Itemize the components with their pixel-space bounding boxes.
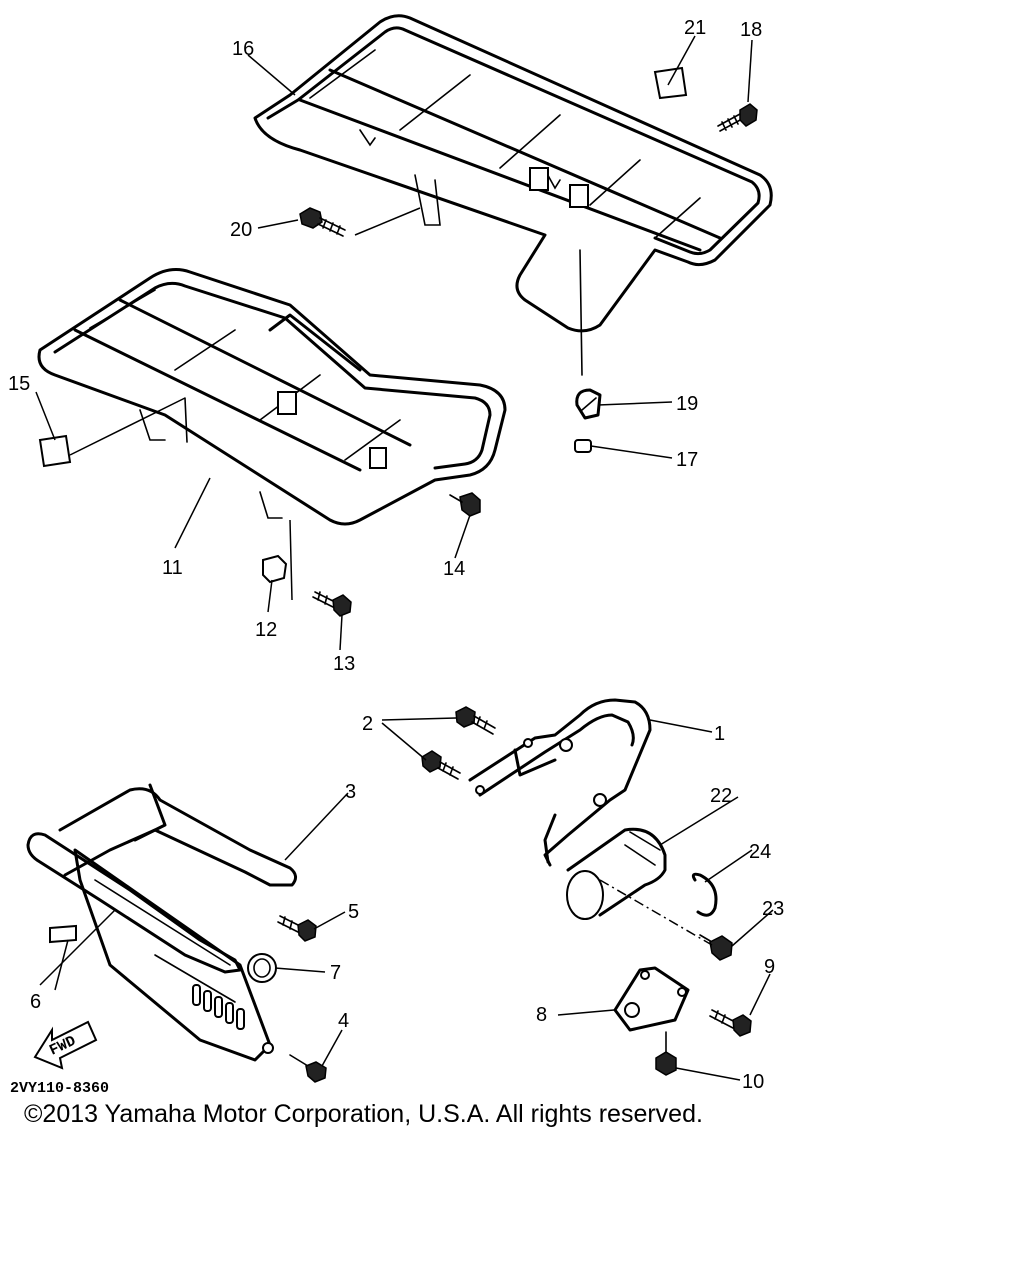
clamp-19 xyxy=(575,388,602,420)
leader-lines xyxy=(35,35,774,1081)
label-15 xyxy=(38,434,72,468)
callout-18: 18 xyxy=(740,19,762,41)
front-guard-3 xyxy=(26,783,297,1062)
bolt-2-upper xyxy=(455,706,496,735)
callout-15: 15 xyxy=(8,373,30,395)
callout-24: 24 xyxy=(749,841,771,863)
callout-labels: 1 2 3 4 5 6 7 8 9 10 11 12 13 14 15 16 1… xyxy=(8,17,784,1093)
callout-8: 8 xyxy=(536,1004,547,1026)
callout-11: 11 xyxy=(162,557,183,579)
bolt-20 xyxy=(299,207,346,237)
callout-10: 10 xyxy=(742,1071,764,1093)
callout-2: 2 xyxy=(362,713,373,735)
label-21 xyxy=(653,66,688,100)
bracket-1 xyxy=(468,698,652,867)
grommet-7 xyxy=(247,953,277,983)
callout-4: 4 xyxy=(338,1010,349,1032)
callout-14: 14 xyxy=(443,558,465,580)
bolt-23 xyxy=(699,934,733,961)
callout-9: 9 xyxy=(764,956,775,978)
rear-carrier-16 xyxy=(253,14,773,376)
copyright-notice: ©2013 Yamaha Motor Corporation, U.S.A. A… xyxy=(24,1100,703,1128)
callout-3: 3 xyxy=(345,781,356,803)
callout-23: 23 xyxy=(762,898,784,920)
callout-17: 17 xyxy=(676,449,698,471)
callout-13: 13 xyxy=(333,653,355,675)
callout-21: 21 xyxy=(684,17,706,39)
nut-12 xyxy=(262,554,288,584)
callout-20: 20 xyxy=(230,219,252,241)
bolt-2-lower xyxy=(421,750,461,780)
mount-8 xyxy=(613,966,690,1032)
clip-24 xyxy=(691,872,718,917)
bolt-14 xyxy=(449,492,481,517)
callout-22: 22 xyxy=(710,785,732,807)
bolt-10 xyxy=(655,1031,677,1076)
callout-7: 7 xyxy=(330,962,341,984)
diagram-code: 2VY110-8360 xyxy=(10,1080,109,1097)
callout-6: 6 xyxy=(30,991,41,1013)
bolt-5 xyxy=(277,915,317,942)
callout-5: 5 xyxy=(348,901,359,923)
callout-19: 19 xyxy=(676,393,698,415)
front-carrier-11 xyxy=(37,268,507,526)
bolt-13 xyxy=(312,591,352,617)
cylinder-22 xyxy=(566,827,667,920)
label-6 xyxy=(49,924,77,944)
bolt-4 xyxy=(289,1054,327,1083)
parts-diagram: 1 2 3 4 5 6 7 8 9 10 11 12 13 14 15 16 1… xyxy=(8,14,784,1097)
callout-16: 16 xyxy=(232,38,254,60)
fwd-arrow-icon: FWD xyxy=(33,1020,98,1070)
nut-17 xyxy=(574,439,592,453)
callout-1: 1 xyxy=(714,723,725,745)
bolt-18 xyxy=(717,103,758,132)
callout-12: 12 xyxy=(255,619,277,641)
bolt-9 xyxy=(709,1009,752,1037)
